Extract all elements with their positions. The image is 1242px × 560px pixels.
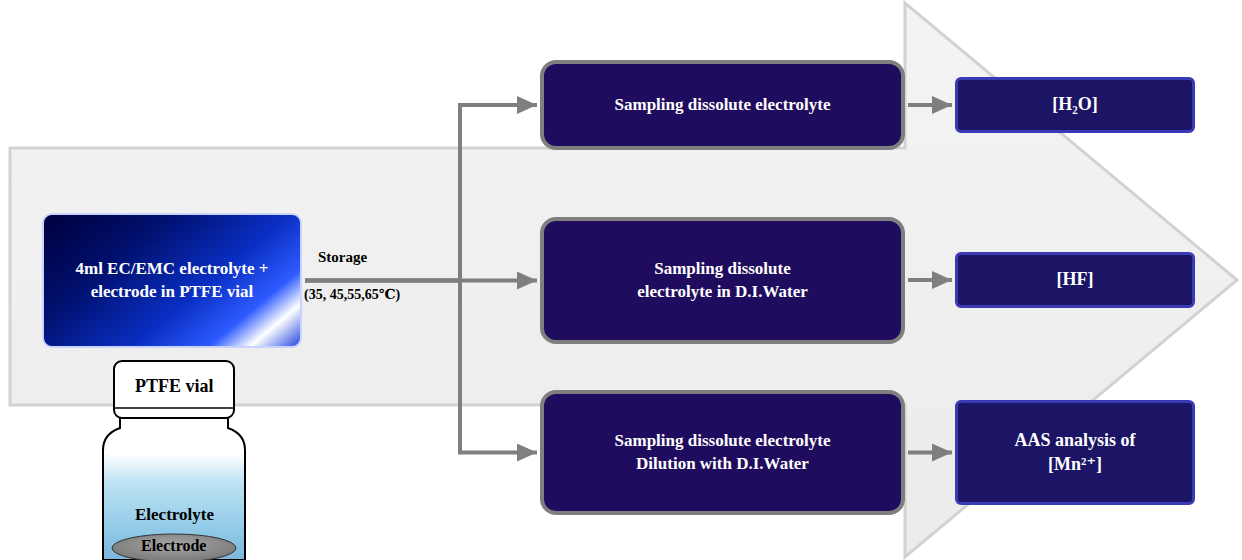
text-group: 4ml EC/EMC electrolyte + electrode in PT… [65, 258, 280, 302]
part-label: Electrolyte [135, 505, 214, 525]
vial-body [103, 418, 245, 560]
node-text: Sampling dissolute electrolyte [615, 94, 831, 116]
sample-box: 4ml EC/EMC electrolyte + electrode in PT… [42, 213, 302, 348]
node-text: [HF] [1057, 268, 1094, 291]
node-text: 4ml EC/EMC electrolyte + electrode in PT… [65, 258, 280, 302]
result-box: [H₂O] [955, 77, 1195, 133]
process-box: Sampling dissolute electrolyte Dilution … [540, 390, 905, 515]
electrode-disc [112, 534, 236, 560]
edge-note: Storage [318, 249, 367, 266]
cap-rim [114, 407, 234, 409]
text-group: Sampling dissolute electrolyte in D.I.Wa… [633, 258, 813, 302]
text-group: AAS analysis of [Mn²⁺] [995, 429, 1155, 476]
text-group: [H₂O] [1052, 93, 1097, 116]
node-text: Sampling dissolute electrolyte in D.I.Wa… [633, 258, 813, 302]
flow-arrow [305, 105, 537, 281]
flow-arrow [305, 281, 537, 453]
text-group: Sampling dissolute electrolyte Dilution … [613, 430, 833, 474]
process-box: Sampling dissolute electrolyte [540, 60, 905, 150]
node-text: Sampling dissolute electrolyte Dilution … [613, 430, 833, 474]
node-text: [H₂O] [1052, 93, 1097, 116]
vial-cap [114, 361, 234, 418]
flow-arrow [908, 451, 952, 455]
part-label: Electrode [141, 537, 206, 555]
process-box: Sampling dissolute electrolyte in D.I.Wa… [540, 217, 905, 344]
result-box: [HF] [955, 252, 1195, 308]
text-group: Sampling dissolute electrolyte [615, 94, 831, 116]
flow-arrow [908, 278, 952, 282]
flow-arrow [908, 103, 952, 107]
temperature-note: (35, 45,55,65℃) [304, 286, 400, 303]
text-group: [HF] [1057, 268, 1094, 291]
node-text: AAS analysis of [Mn²⁺] [995, 429, 1155, 476]
result-box: AAS analysis of [Mn²⁺] [955, 400, 1195, 505]
part-label: PTFE vial [135, 376, 214, 397]
